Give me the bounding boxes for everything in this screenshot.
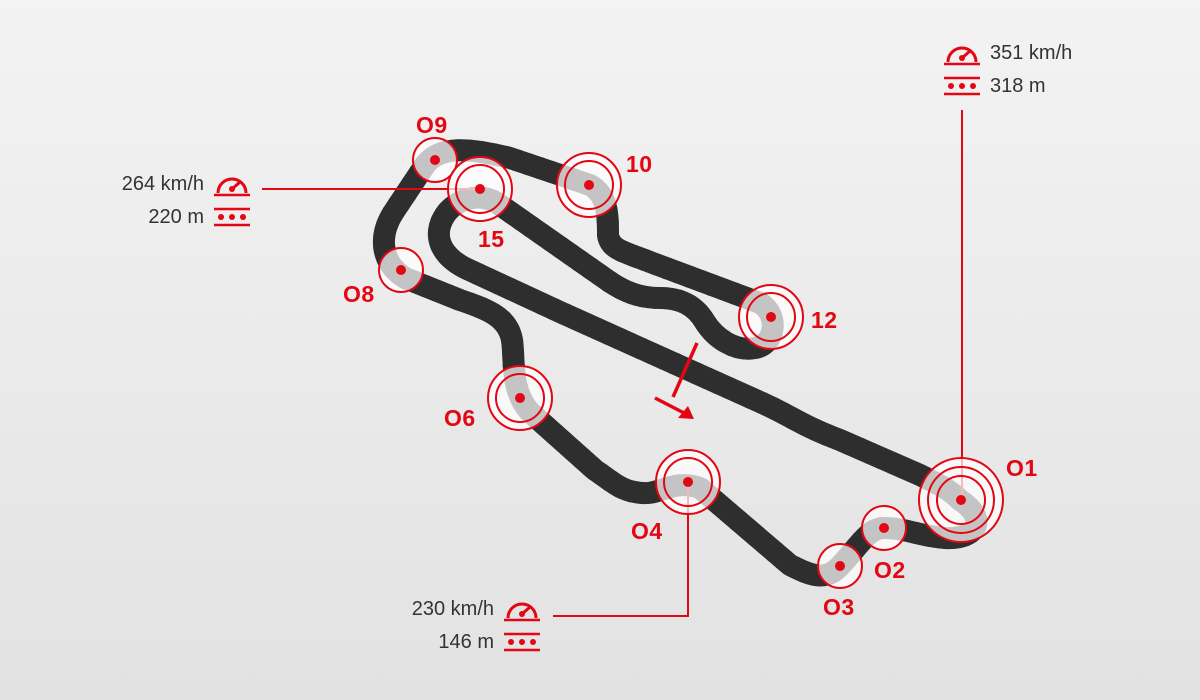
turn04-speed: 230 km/h — [412, 594, 540, 624]
corner-marker-15 — [447, 156, 513, 222]
distance-value: 220 m — [148, 205, 204, 228]
braking-dots-icon — [944, 76, 980, 96]
corner-label-12: 12 — [811, 307, 838, 333]
distance-value: 318 m — [990, 74, 1046, 97]
corner-label-06: O6 — [444, 405, 476, 431]
corner-label-01: O1 — [1006, 455, 1038, 481]
speed-value: 351 km/h — [990, 41, 1073, 64]
corner-marker-03 — [817, 543, 863, 589]
corner-label-10: 10 — [626, 151, 653, 177]
corner-marker-04 — [655, 449, 721, 515]
corner-marker-12 — [738, 284, 804, 350]
corner-label-08: O8 — [343, 281, 375, 307]
corner-marker-06 — [487, 365, 553, 431]
braking-dots-icon — [504, 632, 540, 652]
turn15-speed: 264 km/h — [122, 169, 250, 199]
corner-marker-08 — [378, 247, 424, 293]
corner-marker-02 — [861, 505, 907, 551]
start-finish-line — [654, 342, 699, 419]
direction-arrow-icon — [678, 406, 694, 419]
corner-label-03: O3 — [823, 594, 855, 620]
corner-label-09: O9 — [416, 112, 448, 138]
distance-value: 146 m — [438, 630, 494, 653]
speed-value: 230 km/h — [411, 597, 494, 620]
corner-marker-09 — [412, 137, 458, 183]
corner-marker-01 — [918, 457, 1004, 543]
braking-dots-icon — [214, 207, 250, 227]
turn01-speed: 351 km/h — [944, 38, 1072, 68]
corner-label-02: O2 — [874, 557, 906, 583]
corner-marker-10 — [556, 152, 622, 218]
corner-markers — [378, 137, 1004, 589]
turn04-distance: 146 m — [438, 627, 540, 657]
turn01-distance: 318 m — [944, 71, 1046, 101]
turn15-distance: 220 m — [148, 202, 250, 232]
callout-lines — [262, 110, 963, 617]
speed-value: 264 km/h — [121, 172, 204, 195]
corner-label-15: 15 — [478, 226, 505, 252]
speedometer-icon — [504, 602, 540, 622]
speedometer-icon — [214, 177, 250, 197]
speedometer-icon — [944, 46, 980, 66]
corner-label-04: O4 — [631, 518, 663, 544]
